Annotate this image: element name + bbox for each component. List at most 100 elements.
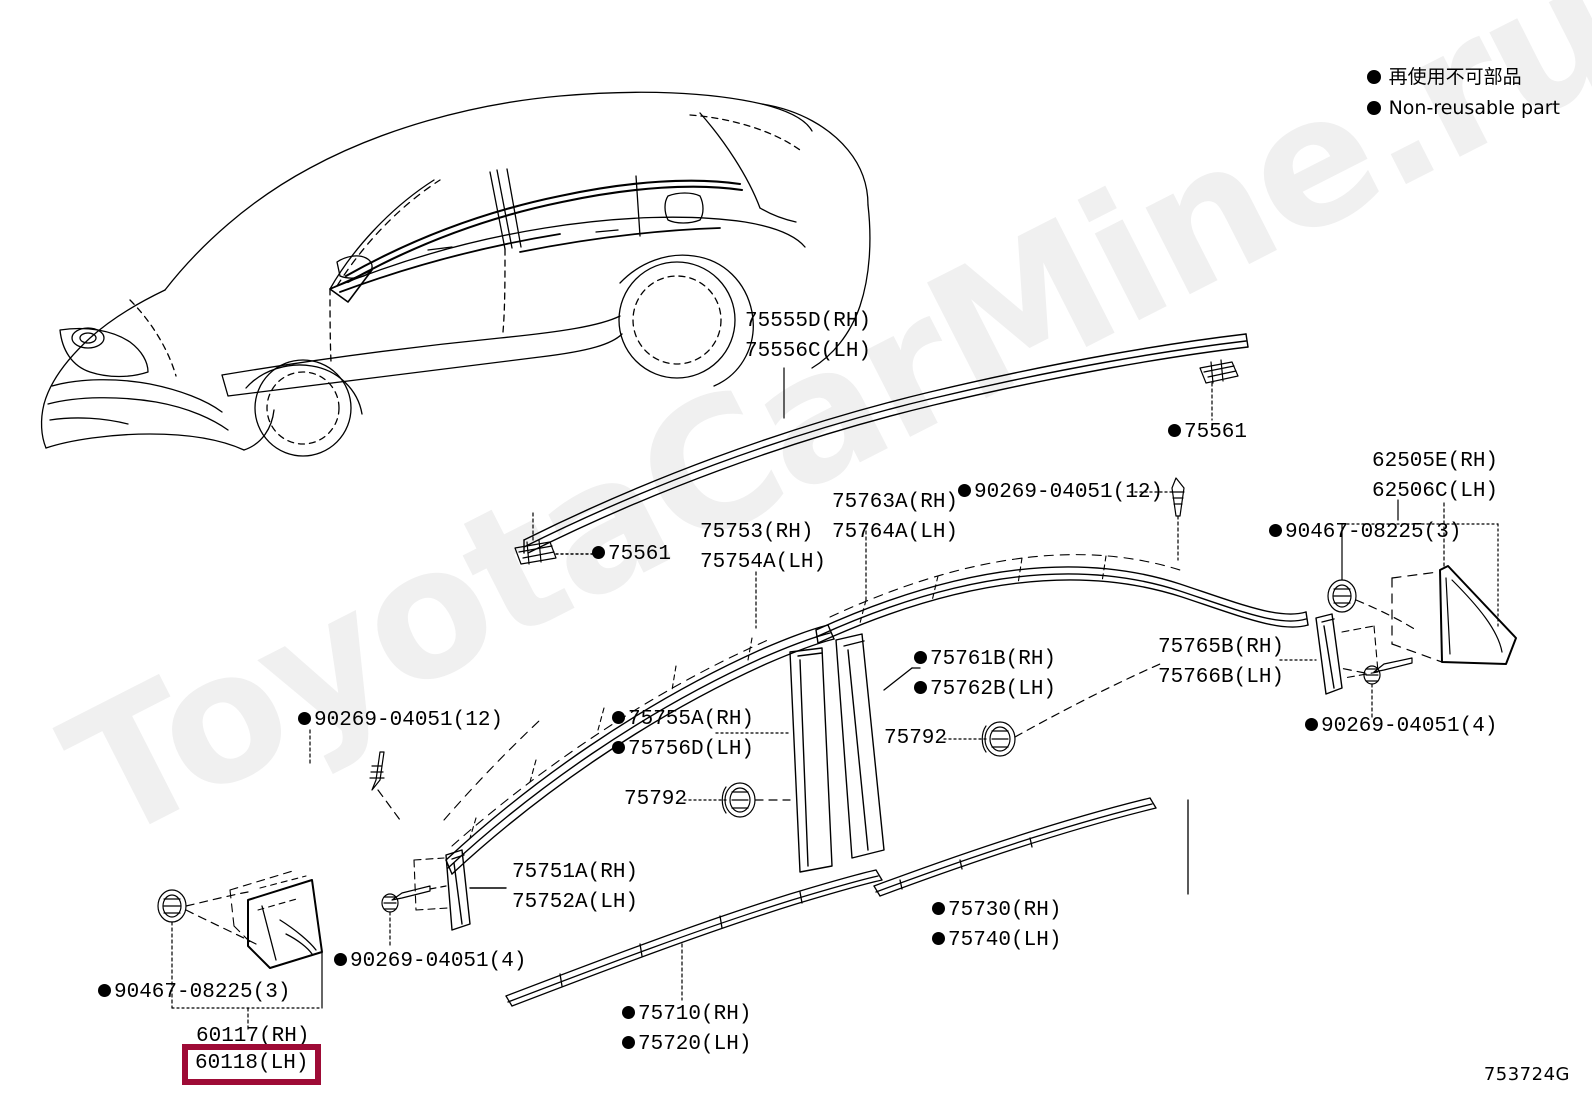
screw-90269-center-icon <box>1171 477 1185 517</box>
diagram-id: 753724G <box>1483 1064 1570 1085</box>
non-reusable-bullet-icon <box>1366 70 1381 84</box>
part-number-line: 90269-04051(4) <box>350 950 527 973</box>
part-rear-door-moulding <box>873 797 1157 897</box>
part-number-line: 75756D(LH) <box>612 735 754 765</box>
part-number-line: 90467-08225(3) <box>114 981 291 1004</box>
label-62505E[interactable]: 62505E(RH) 62506C(LH) <box>1372 447 1498 507</box>
non-reusable-bullet-icon <box>1269 524 1282 537</box>
label-90269-4-right[interactable]: 90269-04051(4) <box>1305 712 1497 741</box>
legend-row-en: Non-reusable part <box>1366 93 1560 124</box>
part-number-line: 75761B(RH) <box>914 645 1056 675</box>
part-number-line: 75766B(LH) <box>1158 666 1285 689</box>
part-number-line: 75720(LH) <box>622 1030 751 1060</box>
label-75555D[interactable]: 75555D(RH) 75556C(LH) <box>745 307 871 367</box>
non-reusable-bullet-icon <box>98 984 111 997</box>
label-75561-left[interactable]: 75561 <box>592 540 671 569</box>
part-number-line: 75751A(RH) <box>512 861 639 884</box>
screw-90269-right-icon <box>1363 657 1413 685</box>
highlighted-part-box[interactable]: 60118(LH) <box>182 1044 322 1085</box>
label-75751A[interactable]: 75751A(RH) 75752A(LH) <box>512 858 638 918</box>
label-90269-4-bottomleft[interactable]: 90269-04051(4) <box>334 947 526 976</box>
non-reusable-bullet-icon <box>1305 718 1318 731</box>
part-number-line: 75792 <box>624 788 688 811</box>
part-front-belt-moulding <box>445 624 835 875</box>
non-reusable-bullet-icon <box>958 484 971 497</box>
part-number-line: 75753(RH) <box>700 521 814 544</box>
label-60117[interactable]: 60117(RH) <box>196 1022 309 1051</box>
label-75561-right[interactable]: 75561 <box>1168 418 1247 447</box>
non-reusable-bullet-icon <box>298 712 311 725</box>
non-reusable-bullet-icon <box>1366 101 1381 115</box>
non-reusable-bullet-icon <box>622 1036 635 1049</box>
part-number-line: 75730(RH) <box>932 896 1061 926</box>
part-number-line: 75765B(RH) <box>1158 636 1285 659</box>
nut-90467-left-icon <box>157 889 187 923</box>
non-reusable-bullet-icon <box>914 651 927 664</box>
part-number-line: 75740(LH) <box>932 926 1061 956</box>
clip-75792-upper-icon <box>981 721 1016 757</box>
part-number-line: 75561 <box>1184 421 1248 444</box>
non-reusable-bullet-icon <box>592 546 605 559</box>
screw-90269-left-icon <box>369 751 385 791</box>
part-number-line: 75792 <box>884 727 948 750</box>
part-number-line: 75754A(LH) <box>700 551 827 574</box>
part-quarter-window-right <box>1439 565 1517 665</box>
non-reusable-bullet-icon <box>622 1006 635 1019</box>
part-front-door-moulding <box>505 869 883 1007</box>
non-reusable-bullet-icon <box>612 711 625 724</box>
label-75710[interactable]: 75710(RH) 75720(LH) <box>622 1000 751 1060</box>
label-75763A[interactable]: 75763A(RH) 75764A(LH) <box>832 488 958 548</box>
part-rear-door-rear-garnish <box>1315 613 1343 695</box>
part-number-line: 62505E(RH) <box>1372 450 1499 473</box>
clip-75792-lower-icon <box>721 782 756 818</box>
part-number-line: 90269-04051(12) <box>974 481 1164 504</box>
nut-90467-right-icon <box>1327 579 1357 613</box>
highlighted-part-number: 60118(LH) <box>195 1052 309 1075</box>
label-75765B[interactable]: 75765B(RH) 75766B(LH) <box>1158 633 1284 693</box>
part-number-line: 75763A(RH) <box>832 491 959 514</box>
non-reusable-bullet-icon <box>932 902 945 915</box>
part-mirror-cover <box>247 879 323 969</box>
part-rear-belt-moulding <box>815 566 1309 644</box>
part-number-line: 75555D(RH) <box>745 310 872 333</box>
label-90467-right[interactable]: 90467-08225(3) <box>1269 518 1461 547</box>
non-reusable-bullet-icon <box>1168 424 1181 437</box>
legend-english: Non-reusable part <box>1388 97 1560 119</box>
part-number-line: 90269-04051(4) <box>1321 715 1498 738</box>
part-number-line: 90269-04051(12) <box>314 709 504 732</box>
part-number-line: 75764A(LH) <box>832 521 959 544</box>
part-number-line: 75752A(LH) <box>512 891 639 914</box>
part-number-line: 75561 <box>608 543 672 566</box>
legend-japanese: 再使用不可部品 <box>1388 66 1522 88</box>
label-75730[interactable]: 75730(RH) 75740(LH) <box>932 896 1061 956</box>
part-number-line: 90467-08225(3) <box>1285 521 1462 544</box>
part-number-line: 60117(RH) <box>196 1025 310 1048</box>
non-reusable-bullet-icon <box>334 953 347 966</box>
part-number-line: 62506C(LH) <box>1372 480 1499 503</box>
car-illustration <box>40 91 871 457</box>
label-75755A[interactable]: 75755A(RH) 75756D(LH) <box>612 705 754 765</box>
clip-75561-left-icon <box>514 539 557 565</box>
part-front-pillar-garnish <box>789 647 833 873</box>
part-number-line: 75556C(LH) <box>745 340 872 363</box>
non-reusable-bullet-icon <box>612 741 625 754</box>
part-number-line: 75762B(LH) <box>914 675 1056 705</box>
label-75761B[interactable]: 75761B(RH) 75762B(LH) <box>914 645 1056 705</box>
clip-75561-right-icon <box>1199 359 1239 384</box>
label-75792-lower[interactable]: 75792 <box>624 785 687 814</box>
screw-90269-bottomleft-icon <box>381 885 431 913</box>
non-reusable-bullet-icon <box>914 681 927 694</box>
label-90269-12-center[interactable]: 90269-04051(12) <box>958 478 1163 507</box>
non-reusable-bullet-icon <box>932 932 945 945</box>
legend: 再使用不可部品 Non-reusable part <box>1366 62 1560 124</box>
legend-row-jp: 再使用不可部品 <box>1366 62 1560 93</box>
part-front-corner-garnish <box>445 849 471 931</box>
part-number-line: 75755A(RH) <box>612 705 754 735</box>
label-90467-left[interactable]: 90467-08225(3) <box>98 978 290 1007</box>
part-number-line: 75710(RH) <box>622 1000 751 1030</box>
label-75792-upper[interactable]: 75792 <box>884 724 947 753</box>
label-90269-12-left[interactable]: 90269-04051(12) <box>298 706 503 735</box>
label-75753[interactable]: 75753(RH) 75754A(LH) <box>700 518 826 578</box>
